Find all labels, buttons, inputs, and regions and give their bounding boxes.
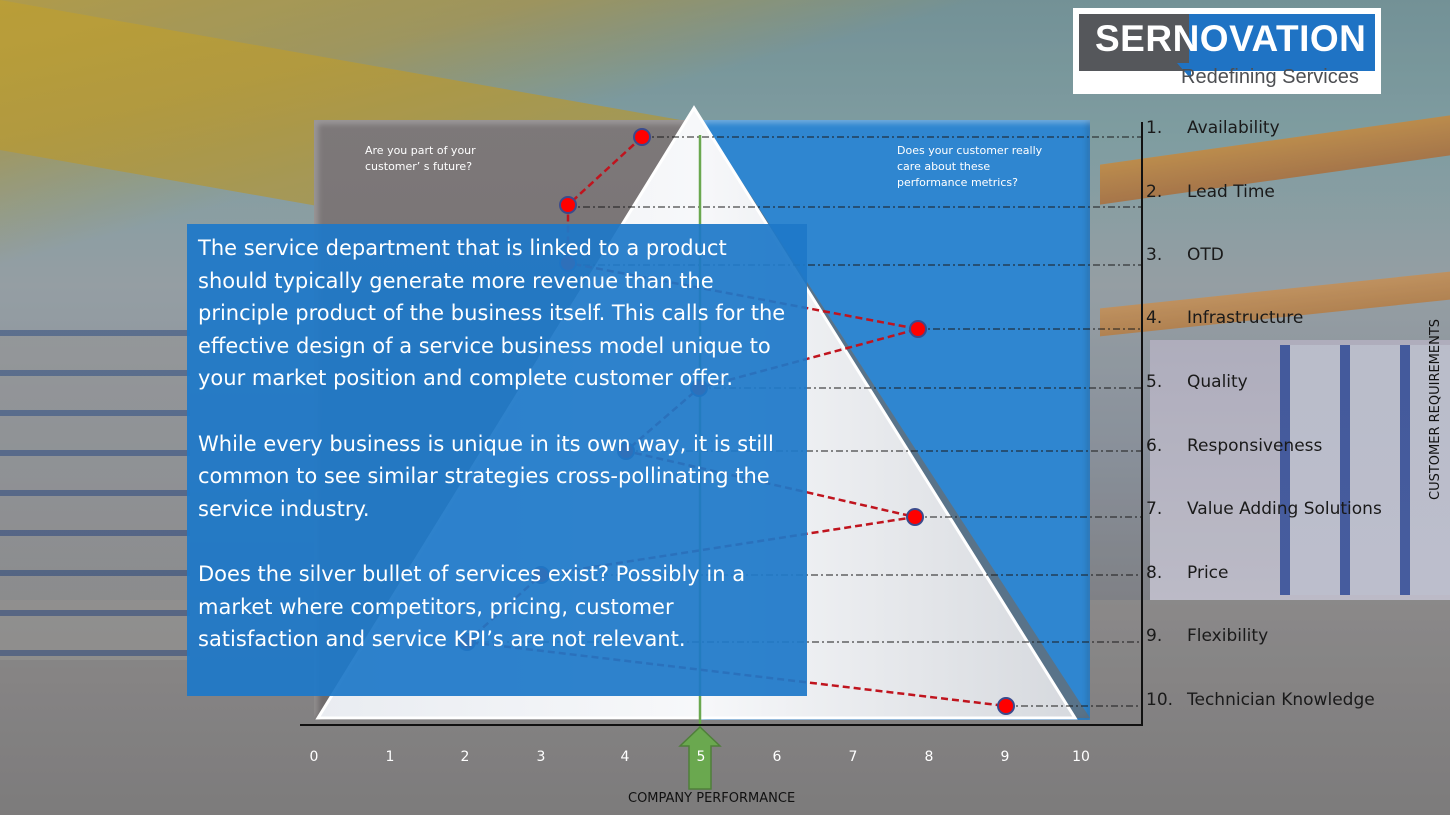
paragraph-3: Does the silver bullet of services exist… — [198, 561, 746, 652]
x-tick-1: 1 — [385, 749, 395, 765]
x-tick-9: 9 — [1000, 749, 1010, 765]
point-value-adding-solutions — [906, 508, 924, 526]
x-tick-7: 7 — [848, 749, 858, 765]
point-technician-knowledge — [997, 697, 1015, 715]
x-tick-8: 8 — [924, 749, 934, 765]
logo-dark-block — [1079, 14, 1189, 71]
background-door — [1280, 345, 1450, 595]
paragraph-2: While every business is unique in its ow… — [198, 431, 774, 521]
sernovation-logo: SERNOVATION Redefining Services — [1073, 8, 1381, 94]
paragraph-1: The service department that is linked to… — [198, 236, 786, 391]
left-panel-question: Are you part of your customer’ s future? — [365, 144, 476, 173]
background-shelves — [0, 330, 190, 660]
x-tick-5: 5 — [696, 749, 706, 765]
x-tick-3: 3 — [536, 749, 546, 765]
x-tick-0: 0 — [309, 749, 319, 765]
point-lead-time — [559, 196, 577, 214]
arrow-up-icon — [678, 725, 722, 790]
x-tick-10: 10 — [1072, 749, 1090, 765]
y-axis-label: CUSTOMER REQUIREMENTS — [1428, 318, 1443, 500]
x-tick-2: 2 — [460, 749, 470, 765]
x-axis-label: COMPANY PERFORMANCE — [628, 791, 796, 806]
logo-wordmark: SERNOVATION — [1095, 18, 1367, 59]
description-textbox: The service department that is linked to… — [187, 224, 807, 696]
point-infrastructure — [909, 320, 927, 338]
x-tick-6: 6 — [772, 749, 782, 765]
right-panel-question: Does your customer really care about the… — [897, 144, 1043, 189]
point-availability — [633, 128, 651, 146]
x-tick-4: 4 — [620, 749, 630, 765]
logo-blue-block — [1189, 14, 1375, 71]
logo-tagline: Redefining Services — [1181, 66, 1359, 88]
